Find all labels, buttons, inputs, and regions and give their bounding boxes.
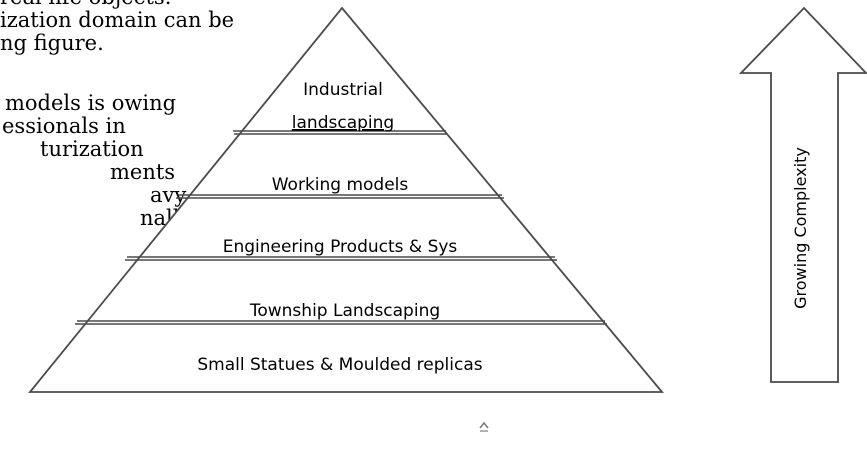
tier-dividers <box>75 130 607 325</box>
text-line: models is owing <box>5 91 177 115</box>
text-line: ments <box>110 160 176 184</box>
tier-label-industrial-line-2: landscaping <box>292 113 394 133</box>
tier-label-small-statues: Small Statues & Moulded replicas <box>197 355 482 375</box>
tier-label-township: Township Landscaping <box>249 301 440 321</box>
text-line: real life objects. <box>0 0 234 9</box>
pyramid-outline <box>28 6 664 393</box>
text-line: ization domain can be <box>0 8 235 32</box>
tier-label-engineering: Engineering Products & Sys <box>223 237 458 257</box>
caret-mark <box>479 421 489 432</box>
tier-labels: Industrial landscaping Working models En… <box>197 80 482 375</box>
tier-label-industrial-line-1: Industrial <box>303 80 383 100</box>
arrow-label: Growing Complexity <box>791 147 810 309</box>
text-line: ng figure. <box>0 31 104 55</box>
body-text-block-1: real life objects. ization domain can be… <box>0 0 234 55</box>
tier-label-working-models: Working models <box>272 175 409 195</box>
text-line: essionals in <box>2 114 126 138</box>
text-line: avy <box>150 183 187 207</box>
growing-complexity-arrow <box>738 6 867 383</box>
text-line: turization <box>40 137 144 161</box>
